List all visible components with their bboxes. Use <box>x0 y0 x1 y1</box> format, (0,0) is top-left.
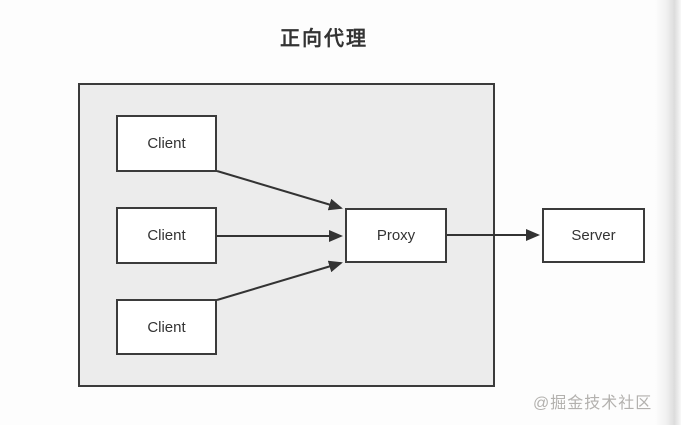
node-server-label: Server <box>571 227 616 244</box>
node-proxy-label: Proxy <box>376 227 416 244</box>
node-client-2-label: Client <box>147 227 186 244</box>
node-client-1-label: Client <box>147 135 186 152</box>
watermark: @掘金技术社区 <box>533 395 653 412</box>
node-client-3-label: Client <box>147 318 186 336</box>
node-proxy: Proxy <box>345 208 447 263</box>
node-client-3: Client <box>116 299 217 355</box>
node-server: Server <box>542 208 645 263</box>
node-client-2: Client <box>116 207 217 264</box>
diagram-title: 正向代理 <box>280 28 368 50</box>
page-edge-shadow <box>655 0 681 425</box>
node-client-1: Client <box>116 115 217 172</box>
